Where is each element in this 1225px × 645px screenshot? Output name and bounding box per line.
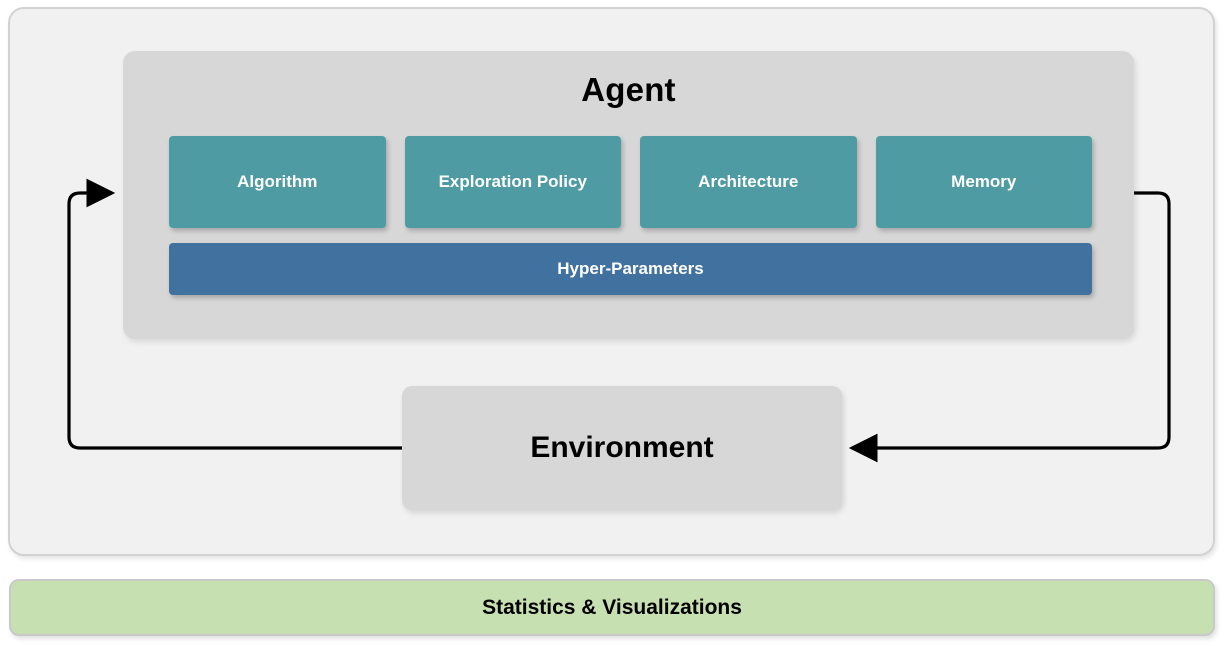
agent-component-algorithm[interactable]: Algorithm: [169, 136, 386, 228]
hyper-parameters-bar[interactable]: Hyper-Parameters: [169, 243, 1092, 295]
agent-component-memory[interactable]: Memory: [875, 136, 1092, 228]
agent-component-row: Algorithm Exploration Policy Architectur…: [169, 136, 1092, 228]
agent-title: Agent: [581, 71, 676, 108]
agent-component-exploration-policy[interactable]: Exploration Policy: [404, 136, 621, 228]
agent-component-architecture[interactable]: Architecture: [640, 136, 857, 228]
agent-container: Agent Algorithm Exploration Policy Archi…: [123, 51, 1134, 339]
environment-box[interactable]: Environment: [402, 386, 842, 510]
statistics-visualizations-banner[interactable]: Statistics & Visualizations: [9, 579, 1215, 636]
